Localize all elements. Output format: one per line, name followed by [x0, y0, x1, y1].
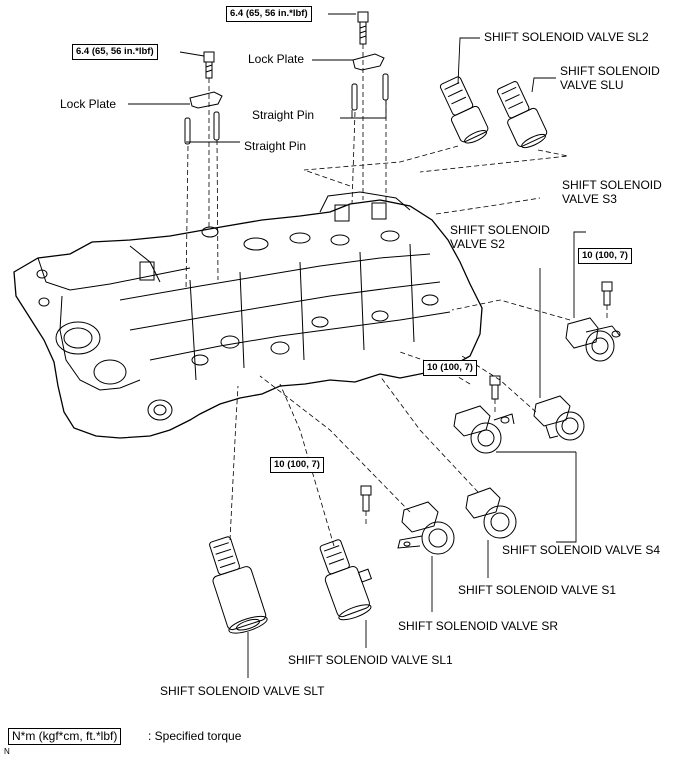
solenoid-s1	[465, 487, 517, 539]
solenoid-slu	[496, 81, 548, 149]
solenoid-sl2	[439, 76, 489, 144]
torque-label-s3: 10 (100, 7)	[578, 248, 632, 264]
straight-pin-left-1	[184, 117, 191, 145]
torque-label-s1-s4: 10 (100, 7)	[423, 360, 477, 376]
label-solenoid-s2: SHIFT SOLENOID VALVE S2	[450, 223, 550, 251]
label-lock-plate-left: Lock Plate	[60, 97, 117, 111]
solenoid-sl1	[319, 539, 373, 621]
solenoid-s2	[533, 395, 585, 441]
label-solenoid-s4: SHIFT SOLENOID VALVE S4	[502, 543, 661, 557]
straight-pin-right-2	[382, 73, 389, 101]
solenoid-slt	[209, 536, 268, 634]
solenoid-s4	[453, 405, 515, 454]
label-lock-plate-right: Lock Plate	[248, 52, 305, 66]
torque-label-sr: 10 (100, 7)	[270, 457, 324, 473]
legend-torque-symbol: N*m (kgf*cm, ft.*lbf)	[8, 728, 122, 745]
straight-pin-right-1	[351, 83, 358, 111]
label-straight-pin-right: Straight Pin	[252, 108, 315, 122]
label-solenoid-slu: SHIFT SOLENOID VALVE SLU	[560, 64, 660, 92]
straight-pin-left-2	[213, 111, 220, 141]
dashed-guide-lines	[185, 44, 608, 547]
label-solenoid-slt: SHIFT SOLENOID VALVE SLT	[160, 684, 325, 698]
leader-lines	[128, 13, 586, 678]
valve-body	[13, 191, 483, 439]
label-solenoid-s1: SHIFT SOLENOID VALVE S1	[458, 583, 617, 597]
solenoid-sr	[397, 501, 455, 555]
bolt-s3	[601, 281, 613, 306]
torque-label-top: 6.4 (65, 56 in.*lbf)	[226, 6, 312, 22]
lock-plate-right	[352, 53, 385, 71]
label-solenoid-sl2: SHIFT SOLENOID VALVE SL2	[484, 30, 649, 44]
bolt-top	[357, 11, 369, 45]
label-solenoid-s3: SHIFT SOLENOID VALVE S3	[562, 178, 662, 206]
bolt-left	[203, 51, 215, 79]
lock-plate-left	[189, 91, 223, 109]
bolt-sr	[360, 485, 372, 512]
label-solenoid-sl1: SHIFT SOLENOID VALVE SL1	[288, 653, 453, 667]
legend-text: : Specified torque	[148, 729, 242, 743]
torque-label-left: 6.4 (65, 56 in.*lbf)	[72, 44, 158, 60]
figure-code: N	[4, 747, 10, 756]
label-solenoid-sr: SHIFT SOLENOID VALVE SR	[398, 619, 559, 633]
solenoid-s3	[565, 317, 621, 362]
label-straight-pin-left: Straight Pin	[244, 139, 307, 153]
